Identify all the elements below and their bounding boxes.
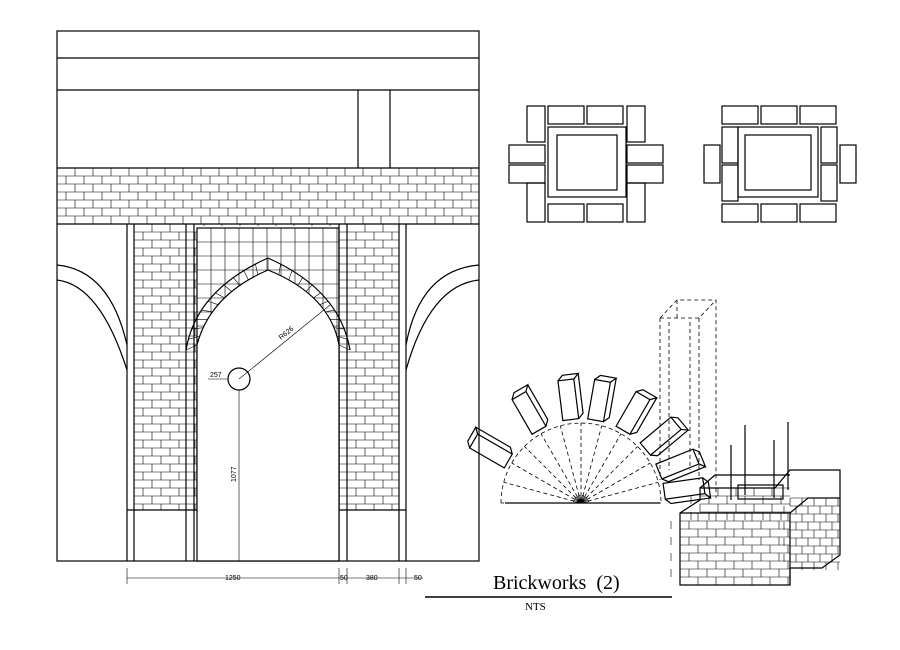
arch-opening <box>196 269 340 562</box>
elevation-drawing: R626 257 1077 1250 50 380 50 <box>56 30 480 584</box>
brick-band <box>57 168 479 224</box>
arch-construction-diagram <box>467 372 712 505</box>
pier-width-label: 380 <box>366 575 378 582</box>
right-pier-brickwork <box>347 224 399 510</box>
pointed-arch <box>185 257 351 351</box>
left-side-arch <box>56 264 128 346</box>
left-pier-brickwork <box>134 224 186 510</box>
gap-right-label: 50 <box>414 575 422 582</box>
column-plan-left <box>508 105 664 223</box>
gap-left-label: 50 <box>340 575 348 582</box>
dashed-column <box>659 299 717 498</box>
span-width-label: 1250 <box>225 575 241 582</box>
pier-height-label: 1077 <box>231 466 238 482</box>
column-plan-right <box>703 105 857 223</box>
drawing-title: Brickworks (2) <box>493 572 620 594</box>
right-side-arch <box>405 264 480 346</box>
footing-isometric <box>670 422 841 586</box>
scale-note: NTS <box>525 601 546 613</box>
inner-radius-label: 257 <box>210 372 222 379</box>
